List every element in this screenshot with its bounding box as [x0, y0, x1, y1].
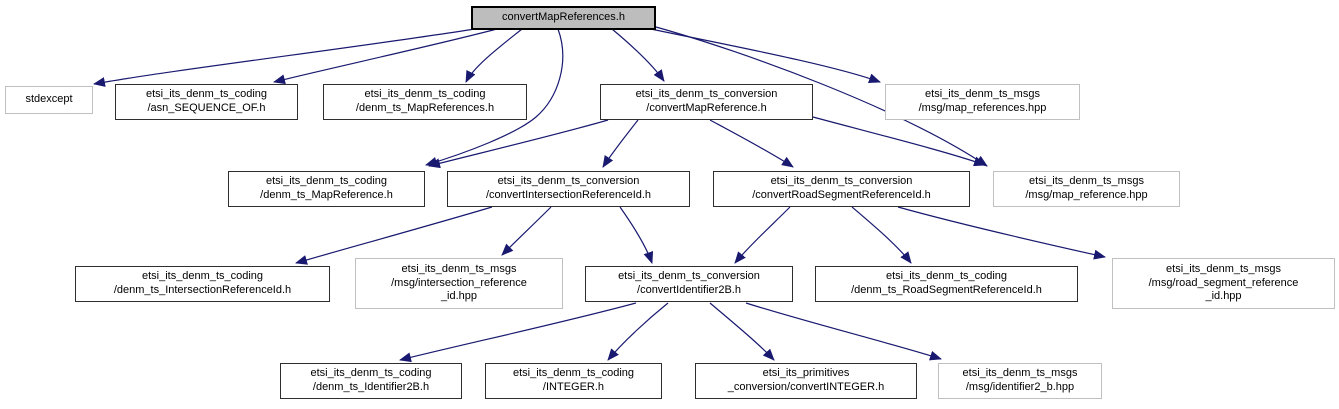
edge-convert-map-reference-map-reference-hpp — [812, 116, 986, 167]
node-identifier2-b-hpp: etsi_its_denm_ts_msgs /msg/identifier2_b… — [938, 363, 1102, 399]
node-intersection-reference-id-hpp: etsi_its_denm_ts_msgs /msg/intersection_… — [355, 258, 563, 309]
edge-main-stdexcept — [93, 28, 476, 87]
node-convert-map-references-h: convertMapReferences.h — [471, 6, 656, 30]
edge-convert-road-segment-road-segment-id-hpp — [897, 206, 1106, 260]
edge-main-denm-ts-map-reference — [425, 28, 564, 167]
edge-convert-intersection-intersection-id-hpp — [501, 206, 552, 256]
node-denm-ts-road-segment-reference-id-h[interactable]: etsi_its_denm_ts_coding /denm_ts_RoadSeg… — [815, 266, 1078, 302]
node-convert-intersection-reference-id-h[interactable]: etsi_its_denm_ts_conversion /convertInte… — [447, 171, 690, 207]
edge-convert-identifier2b-identifier2-b-hpp — [745, 302, 942, 361]
edge-convert-identifier2b-convert-integer — [709, 302, 775, 361]
node-denm-ts-map-references-h[interactable]: etsi_its_denm_ts_coding /denm_ts_MapRefe… — [323, 84, 527, 120]
edge-main-asn-sequence-of — [273, 28, 498, 85]
node-convert-integer-h[interactable]: etsi_its_primitives _conversion/convertI… — [695, 363, 917, 399]
node-convert-map-reference-h[interactable]: etsi_its_denm_ts_conversion /convertMapR… — [600, 84, 813, 120]
edge-main-convert-map-reference — [611, 28, 665, 82]
edge-convert-map-reference-convert-road-segment-reference-id — [709, 119, 794, 168]
node-integer-h[interactable]: etsi_its_denm_ts_coding /INTEGER.h — [485, 363, 662, 399]
edge-convert-identifier2b-denm-ts-identifier2b — [399, 302, 637, 363]
edge-convert-intersection-denm-ts-intersection-id — [295, 206, 493, 265]
edge-main-map-references-hpp — [645, 27, 881, 83]
node-map-references-hpp: etsi_its_denm_ts_msgs /msg/map_reference… — [885, 84, 1080, 120]
edge-convert-road-segment-convert-identifier2b — [734, 206, 791, 264]
edge-convert-road-segment-denm-ts-road-segment-id — [851, 206, 912, 264]
node-denm-ts-intersection-reference-id-h[interactable]: etsi_its_denm_ts_coding /denm_ts_Interse… — [75, 266, 330, 302]
node-denm-ts-map-reference-h[interactable]: etsi_its_denm_ts_coding /denm_ts_MapRefe… — [228, 171, 425, 207]
node-convert-identifier2b-h[interactable]: etsi_its_denm_ts_conversion /convertIden… — [585, 266, 793, 302]
edge-main-map-reference-hpp — [655, 26, 988, 167]
node-road-segment-reference-id-hpp: etsi_its_denm_ts_msgs /msg/road_segment_… — [1112, 258, 1335, 309]
node-map-reference-hpp: etsi_its_denm_ts_msgs /msg/map_reference… — [993, 171, 1180, 207]
edge-convert-map-reference-convert-intersection-reference-id — [602, 119, 639, 168]
edge-main-denm-ts-map-references — [465, 28, 523, 83]
node-convert-road-segment-reference-id-h[interactable]: etsi_its_denm_ts_conversion /convertRoad… — [713, 171, 970, 207]
edge-convert-identifier2b-integer-h — [607, 302, 669, 361]
edge-convert-map-reference-denm-ts-map-reference — [428, 119, 609, 169]
edge-convert-intersection-convert-identifier2b — [619, 206, 654, 264]
node-asn-sequence-of-h[interactable]: etsi_its_denm_ts_coding /asn_SEQUENCE_OF… — [115, 84, 298, 120]
node-denm-ts-identifier2b-h[interactable]: etsi_its_denm_ts_coding /denm_ts_Identif… — [280, 363, 462, 399]
node-stdexcept: stdexcept — [5, 86, 93, 114]
